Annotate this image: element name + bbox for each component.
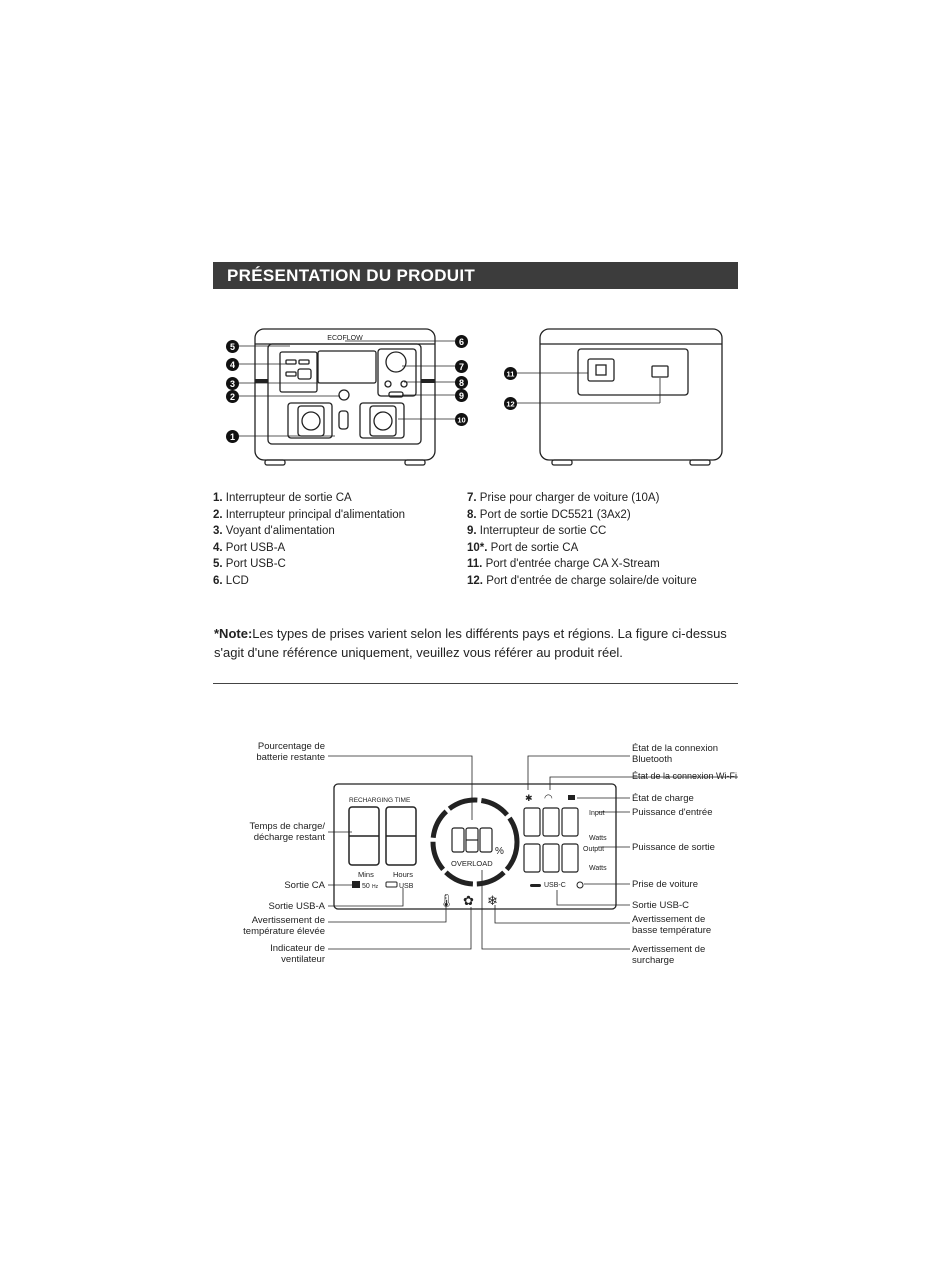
legend-item: 4. Port USB-A [213,541,286,554]
lcd-label-wifi: État de la connexion Wi-Fi [632,771,738,781]
lcd-hours: Hours [393,870,413,879]
lcd-diagram: RECHARGING TIME Mins Hours 50 Hz USB % O… [328,755,738,950]
svg-text:5: 5 [230,342,235,352]
lcd-ac-freq: 50 [362,883,370,890]
wifi-icon: ◠ [544,793,553,804]
legend-item: 5. Port USB-C [213,558,286,570]
usb-c-icon [530,884,541,887]
legend-item: 1. Interrupteur de sortie CA [213,492,352,504]
lcd-input: Input [589,810,605,817]
lcd-label-charge: État de charge [632,793,694,804]
note-paragraph: *Note:Les types de prises varient selon … [214,624,754,662]
device-brand: ECOFLOW [327,335,363,342]
car-socket-icon [576,881,584,889]
legend-item: 11. Port d'entrée charge CA X-Stream [467,558,660,570]
lcd-label-input-power: Puissance d'entrée [632,807,713,818]
bluetooth-icon: ✱ [525,793,533,803]
divider [213,683,738,684]
lcd-percent-digits [451,827,493,853]
low-temp-icon: ❄ [487,893,498,908]
note-label: *Note: [214,626,253,641]
callout-badge-1: 1 [226,430,239,448]
lcd-time-digits [348,806,417,866]
note-text: Les types de prises varient selon les di… [214,626,727,660]
legend-item: 9. Interrupteur de sortie CC [467,525,607,537]
lcd-watts-out: Watts [589,865,607,872]
charging-icon [568,795,575,800]
lcd-label-ac: Sortie CA [284,880,325,891]
lcd-label-usba: Sortie USB-A [268,901,326,912]
lcd-percent: % [495,846,504,857]
section-header-bar [213,262,738,289]
legend-item: 8. Port de sortie DC5521 (3Ax2) [467,508,631,521]
back-view [539,328,723,466]
callout-badge-6: 6 [455,335,468,353]
svg-text:6: 6 [459,337,464,347]
legend-item: 6. LCD [213,574,249,587]
product-illustration: ECOFLOW [238,328,723,466]
lcd-watts-in: Watts [589,835,607,842]
lcd-usb: USB [399,883,414,890]
lcd-frame [333,783,617,910]
lcd-label-time: Temps de charge/décharge restant [249,821,325,843]
lcd-mins: Mins [358,870,374,879]
callout-badge-5: 5 [226,340,239,358]
svg-text:7: 7 [459,362,464,372]
svg-text:3: 3 [230,379,235,389]
legend-item: 10*. Port de sortie CA [467,541,579,554]
lcd-overload: OVERLOAD [451,859,493,868]
fan-icon: ✿ [463,893,474,908]
legend-right: 7. Prise pour charger de voiture (10A) 8… [467,490,697,589]
legend-item: 3. Voyant d'alimentation [213,525,335,537]
callout-badge-11: 11 [504,367,517,385]
callout-badge-10: 10 [455,413,468,431]
lcd-leaders [328,755,738,950]
callout-badge-8: 8 [455,376,468,394]
usb-a-icon [385,881,398,888]
svg-text:10: 10 [457,416,465,425]
svg-text:11: 11 [507,370,515,379]
legend-item: 12. Port d'entrée de charge solaire/de v… [467,574,697,587]
svg-text:2: 2 [230,392,235,402]
svg-text:8: 8 [459,378,464,388]
front-view [254,328,436,466]
lcd-label-output-power: Puissance de sortie [632,842,715,853]
svg-text:1: 1 [230,432,235,442]
battery-ring [430,797,520,887]
callout-badge-7: 7 [455,360,468,378]
ac-output-icon [352,881,360,888]
svg-text:12: 12 [506,400,514,409]
section-title: PRÉSENTATION DU PRODUIT [227,266,476,285]
svg-text:4: 4 [230,360,235,370]
callout-badge-2: 2 [226,390,239,408]
lcd-watts-digits [523,807,579,873]
callout-badge-4: 4 [226,358,239,376]
lcd-ac-unit: Hz [372,884,379,890]
callout-leaders [238,340,661,437]
svg-text:9: 9 [459,391,464,401]
lcd-recharging-time: RECHARGING TIME [349,797,411,804]
high-temp-icon: 🌡 [438,893,455,908]
legend-left: 1. Interrupteur de sortie CA 2. Interrup… [213,490,405,589]
lcd-label-usbc: Sortie USB-C [632,900,690,911]
lcd-label-car: Prise de voiture [632,879,699,890]
legend-item: 7. Prise pour charger de voiture (10A) [467,492,660,504]
legend-item: 2. Interrupteur principal d'alimentation [213,508,406,521]
callout-badge-12: 12 [504,397,517,415]
callout-badge-9: 9 [455,389,468,407]
callout-badge-3: 3 [226,377,239,395]
lcd-output: Output [583,846,604,853]
lcd-usbc: USB-C [544,882,566,889]
